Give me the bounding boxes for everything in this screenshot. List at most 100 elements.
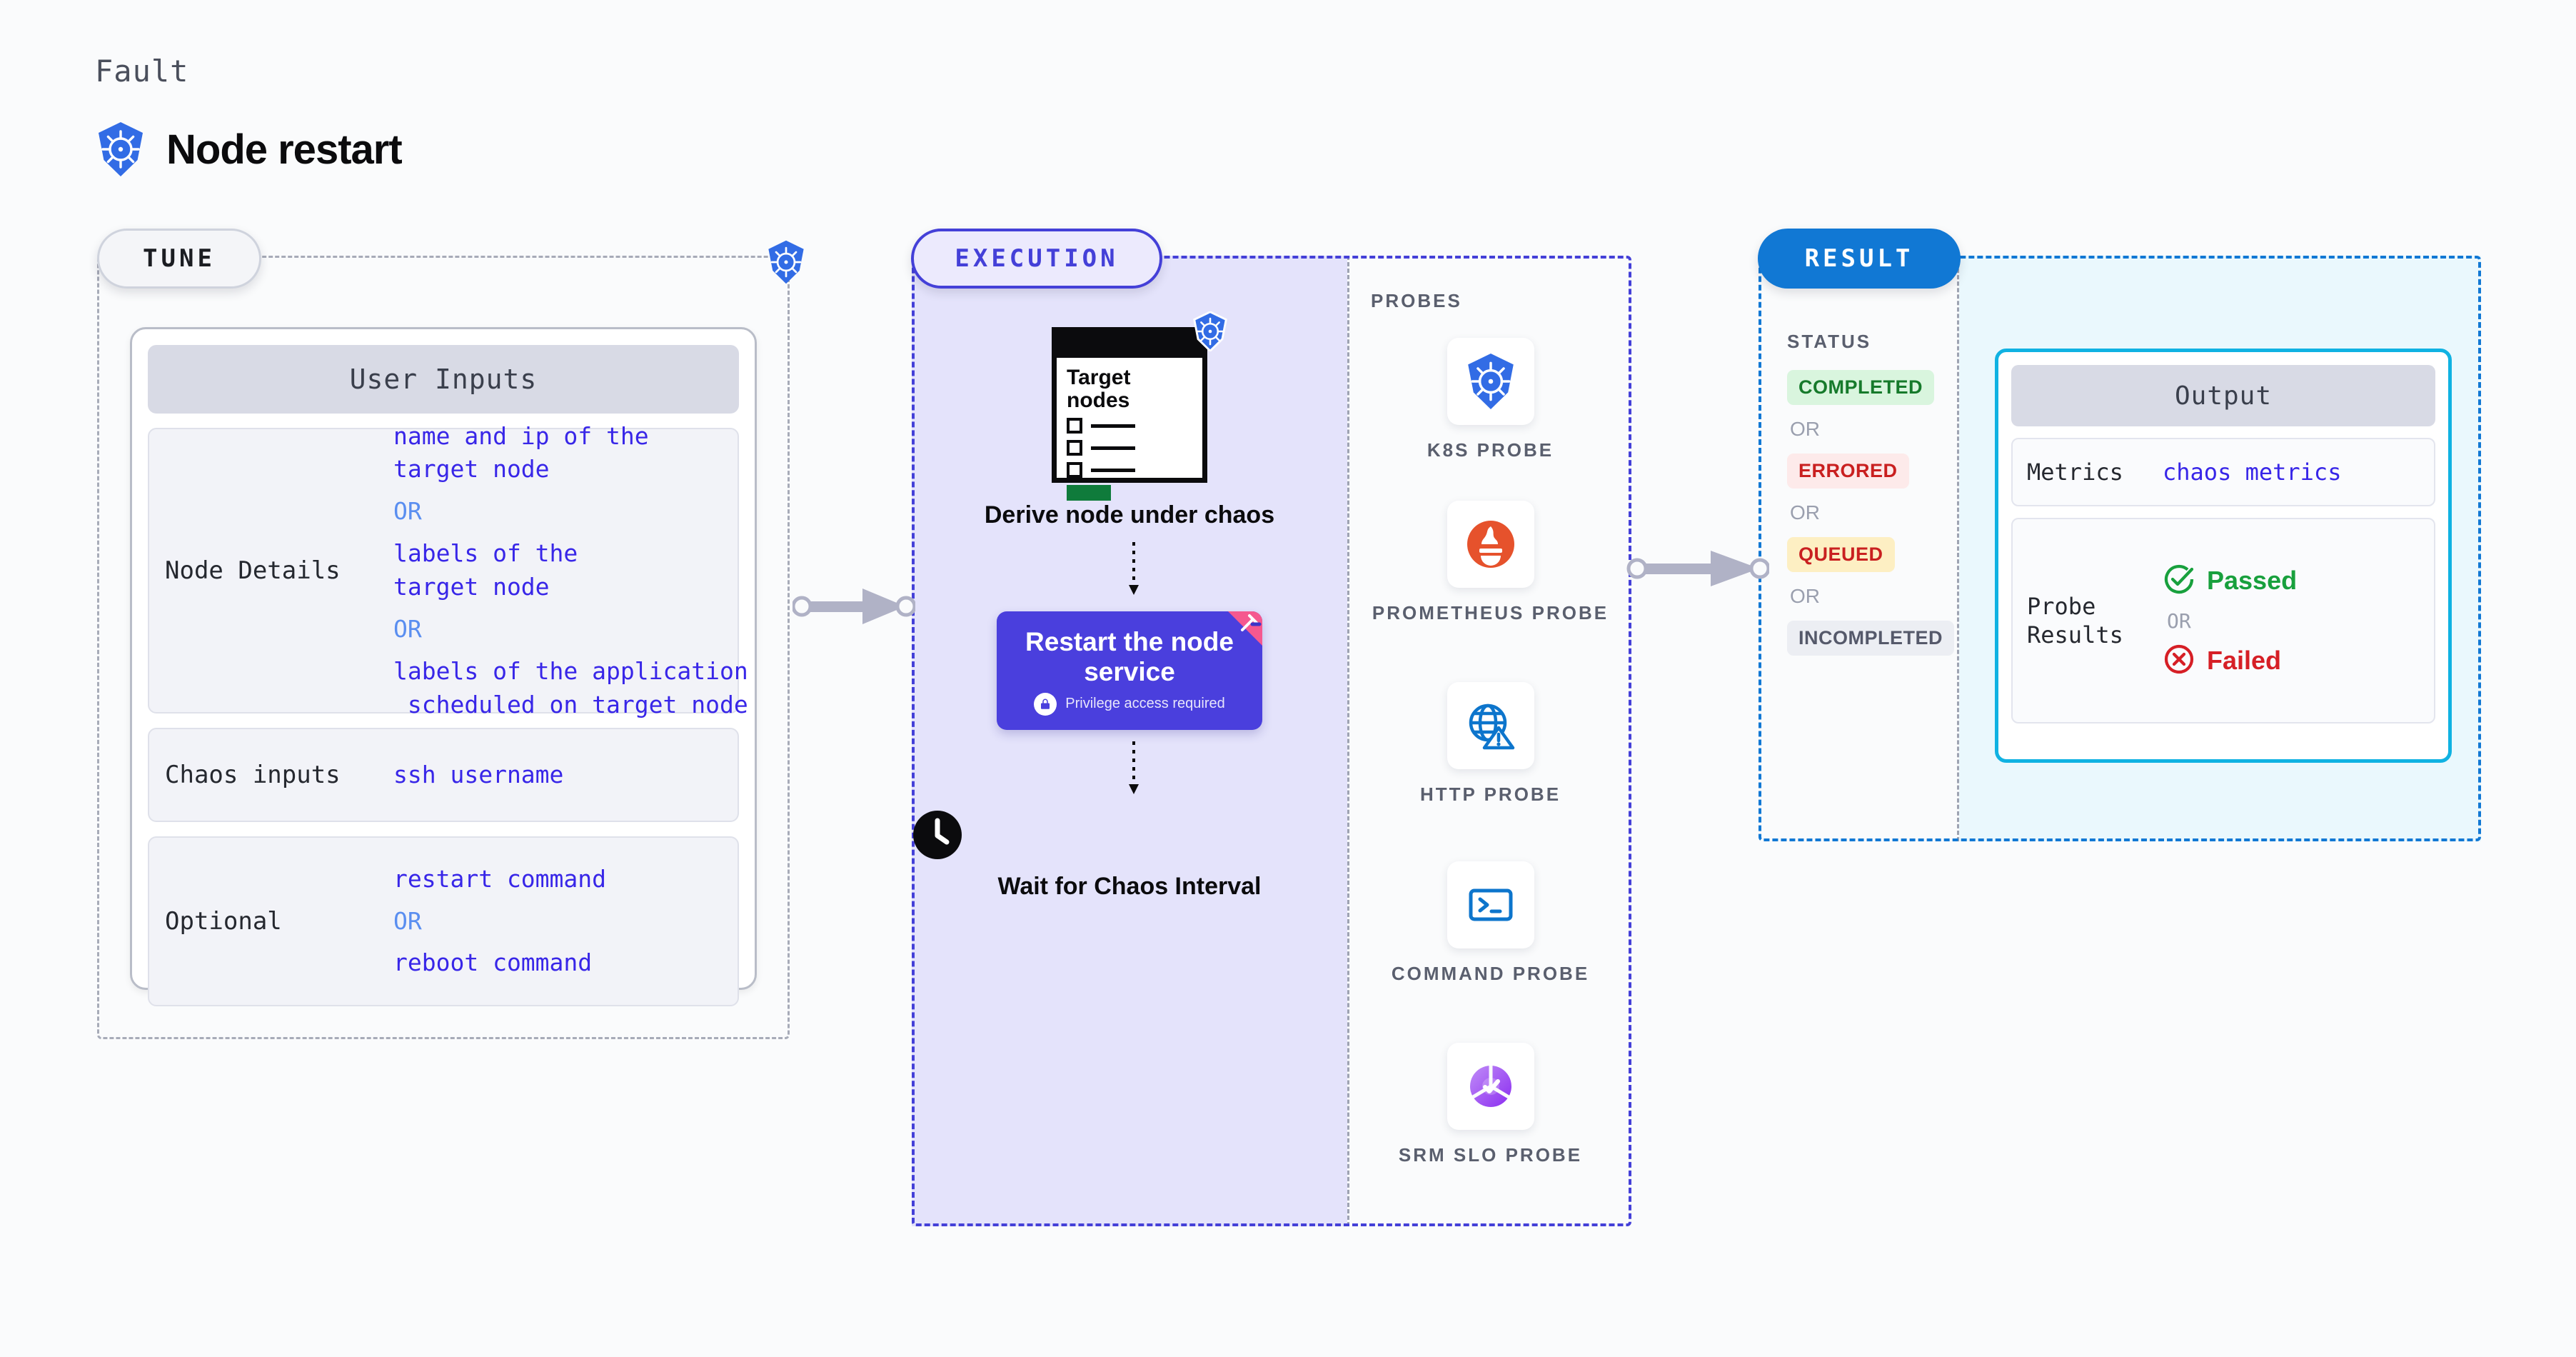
kubernetes-icon	[95, 121, 146, 177]
fault-eyebrow-label: Fault	[95, 54, 189, 89]
node-details-value-2b: target node	[393, 573, 550, 601]
probe-item-http[interactable]: HTTP PROBE	[1349, 682, 1631, 807]
optional-value-2: reboot command	[393, 948, 593, 977]
tune-panel: TUNE User Inputs Node Details name and i…	[97, 229, 804, 1039]
status-list: COMPLETED OR ERRORED OR QUEUED OR INCOMP…	[1787, 370, 1955, 656]
metrics-row: Metrics chaos metrics	[2011, 438, 2435, 506]
chaos-injection-icon	[1228, 611, 1262, 649]
status-or-3: OR	[1790, 585, 1820, 607]
probe-results-label: Probe Results	[2027, 592, 2163, 649]
node-details-row: Node Details name and ip of the target n…	[148, 422, 748, 718]
arrow-execution-to-result	[1626, 546, 1771, 594]
probe-label-srm-slo: SRM SLO PROBE	[1398, 1144, 1583, 1166]
metrics-label: Metrics	[2027, 459, 2123, 486]
execution-panel: EXECUTION Target nodes	[911, 229, 1631, 1226]
probes-title: PROBES	[1371, 290, 1462, 311]
execution-probes-divider	[1347, 256, 1349, 1226]
user-inputs-card: User Inputs Node Details name and ip of …	[130, 327, 757, 1006]
status-title: STATUS	[1787, 331, 1872, 352]
target-nodes-document-icon: Target nodes	[1052, 327, 1207, 501]
probe-item-srm-slo[interactable]: SRM SLO PROBE	[1349, 1043, 1631, 1168]
chaos-inputs-label: Chaos inputs	[165, 760, 341, 789]
chaos-inputs-value-1: ssh username	[393, 760, 564, 788]
restart-node-service-title: Restart the node service	[1025, 626, 1234, 686]
page-title-row: Node restart	[95, 121, 403, 177]
status-badge-incompleted: INCOMPLETED	[1787, 621, 1955, 656]
page-title: Node restart	[166, 126, 403, 173]
node-details-or-2: OR	[393, 614, 422, 643]
user-inputs-title: User Inputs	[148, 345, 739, 414]
node-details-values: name and ip of the target node OR labels…	[393, 420, 748, 722]
kubernetes-icon	[1447, 338, 1534, 425]
probe-results-label-line2: Results	[2027, 621, 2123, 649]
restart-node-service-card[interactable]: Restart the node service Privilege acces…	[997, 611, 1262, 730]
doc-line-dash	[1091, 468, 1135, 472]
node-details-value-3b: scheduled on target node	[393, 690, 748, 718]
metrics-value: chaos metrics	[2163, 459, 2342, 486]
flow-connector-arrow	[1126, 541, 1139, 601]
arrow-tune-to-execution	[791, 584, 917, 632]
result-panel: RESULT STATUS COMPLETED OR ERRORED OR QU…	[1758, 229, 2481, 841]
wait-chaos-interval-caption: Wait for Chaos Interval	[997, 872, 1262, 900]
status-or-1: OR	[1790, 418, 1820, 440]
doc-selected-bar	[1067, 485, 1111, 501]
x-circle-icon	[2163, 643, 2195, 679]
node-details-value-1a: name and ip of the	[393, 421, 649, 450]
optional-label: Optional	[165, 906, 282, 936]
lock-icon	[1034, 692, 1057, 716]
flow-connector-arrow	[1126, 741, 1139, 801]
prometheus-icon	[1447, 501, 1534, 588]
passed-label: Passed	[2207, 566, 2298, 595]
status-badge-queued: QUEUED	[1787, 537, 1895, 572]
doc-title-line1: Target	[1067, 366, 1131, 389]
probes-column: PROBES K8S PROBE	[1349, 256, 1631, 1226]
probe-label-command: COMMAND PROBE	[1391, 963, 1590, 984]
optional-row: Optional restart command OR reboot comma…	[148, 836, 739, 1006]
checkbox-icon	[1067, 462, 1082, 478]
probe-label-prometheus: PROMETHEUS PROBE	[1372, 602, 1609, 624]
optional-or-1: OR	[393, 906, 422, 935]
node-details-value-1b: target node	[393, 455, 550, 484]
check-circle-icon	[2163, 563, 2195, 599]
status-badge-completed: COMPLETED	[1787, 370, 1935, 405]
probe-item-k8s[interactable]: K8S PROBE	[1349, 338, 1631, 463]
chaos-inputs-values: ssh username	[393, 758, 563, 792]
doc-line-dash	[1091, 424, 1135, 428]
clock-icon	[912, 809, 1347, 864]
probe-item-prometheus[interactable]: PROMETHEUS PROBE	[1349, 501, 1631, 626]
srm-slo-donut-icon	[1447, 1043, 1534, 1130]
document-titlebar	[1057, 332, 1202, 358]
derive-node-caption: Derive node under chaos	[984, 501, 1275, 529]
doc-line-dash	[1091, 446, 1135, 450]
execution-pill-label: EXECUTION	[911, 229, 1162, 289]
node-details-or-1: OR	[393, 497, 422, 526]
probe-results-row: Probe Results Passed OR	[2011, 518, 2435, 723]
privilege-note: Privilege access required	[1010, 692, 1249, 716]
probe-results-label-line1: Probe	[2027, 593, 2096, 620]
optional-values: restart command OR reboot command	[393, 863, 606, 981]
kubernetes-icon	[765, 240, 807, 288]
doc-title-line2: nodes	[1067, 388, 1130, 412]
checkbox-icon	[1067, 418, 1082, 434]
tune-pill-label: TUNE	[97, 229, 261, 289]
probe-item-command[interactable]: COMMAND PROBE	[1349, 861, 1631, 986]
status-or-2: OR	[1790, 501, 1820, 524]
probe-result-passed: Passed	[2163, 563, 2297, 599]
status-badge-errored: ERRORED	[1787, 454, 1909, 489]
node-details-value-3a: labels of the application	[393, 656, 748, 685]
terminal-icon	[1447, 861, 1534, 948]
optional-value-1: restart command	[393, 864, 607, 893]
http-globe-warning-icon	[1447, 682, 1534, 769]
kubernetes-icon	[1192, 311, 1229, 355]
output-card: Output Metrics chaos metrics Probe Resul…	[1995, 349, 2452, 763]
checkbox-icon	[1067, 440, 1082, 456]
failed-label: Failed	[2207, 646, 2282, 675]
probe-result-failed: Failed	[2163, 643, 2297, 679]
doc-checklist-item	[1067, 418, 1202, 434]
probe-result-or: OR	[2167, 609, 2191, 633]
output-title: Output	[2011, 365, 2435, 426]
node-details-label: Node Details	[165, 556, 341, 585]
execution-flow: Target nodes	[912, 311, 1347, 901]
node-details-value-2a: labels of the	[393, 539, 578, 568]
